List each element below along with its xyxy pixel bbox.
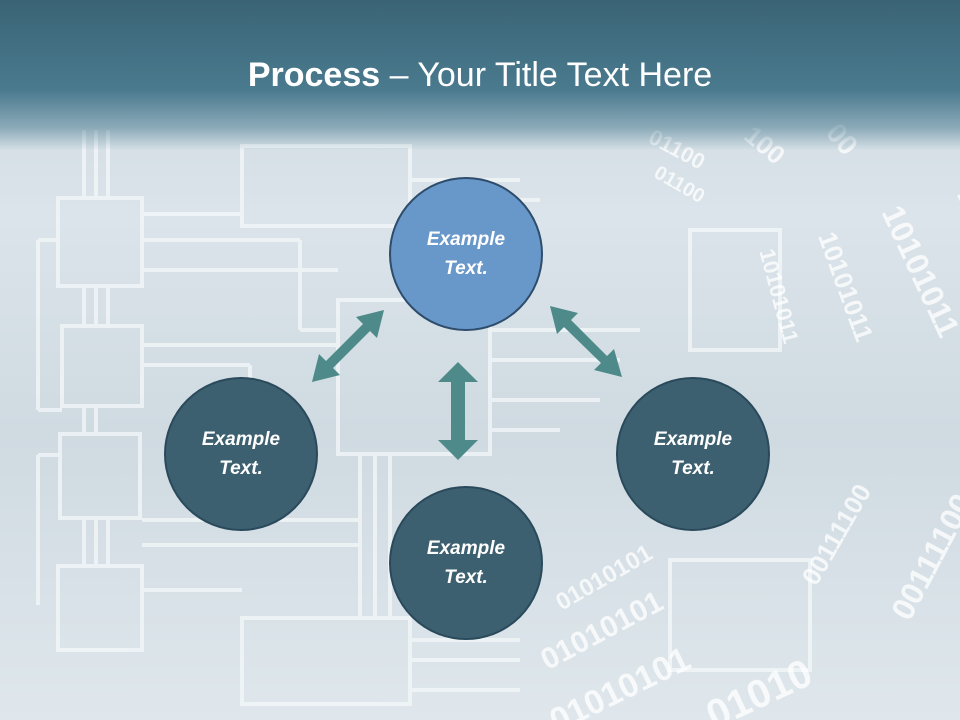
node-label-line2: Text.	[444, 258, 488, 279]
title-bold: Process	[247, 56, 381, 94]
node-label-line2: Text.	[219, 458, 263, 479]
node-label-line2: Text.	[444, 567, 488, 588]
node-label-line1: Example	[653, 429, 733, 450]
title-bar	[0, 0, 960, 150]
double-arrow-vertical-icon	[438, 362, 478, 460]
node-label-line2: Text.	[671, 458, 715, 479]
node-label-line1: Example	[426, 229, 506, 250]
title-rest: – Your Title Text Here	[380, 56, 713, 94]
double-arrow-left-icon	[312, 310, 384, 382]
double-arrow-right-icon	[550, 306, 622, 377]
node-label-line1: Example	[201, 429, 281, 450]
node-label-line1: Example	[426, 538, 506, 559]
slide-title: Process – Your Title Text Here	[0, 54, 960, 96]
